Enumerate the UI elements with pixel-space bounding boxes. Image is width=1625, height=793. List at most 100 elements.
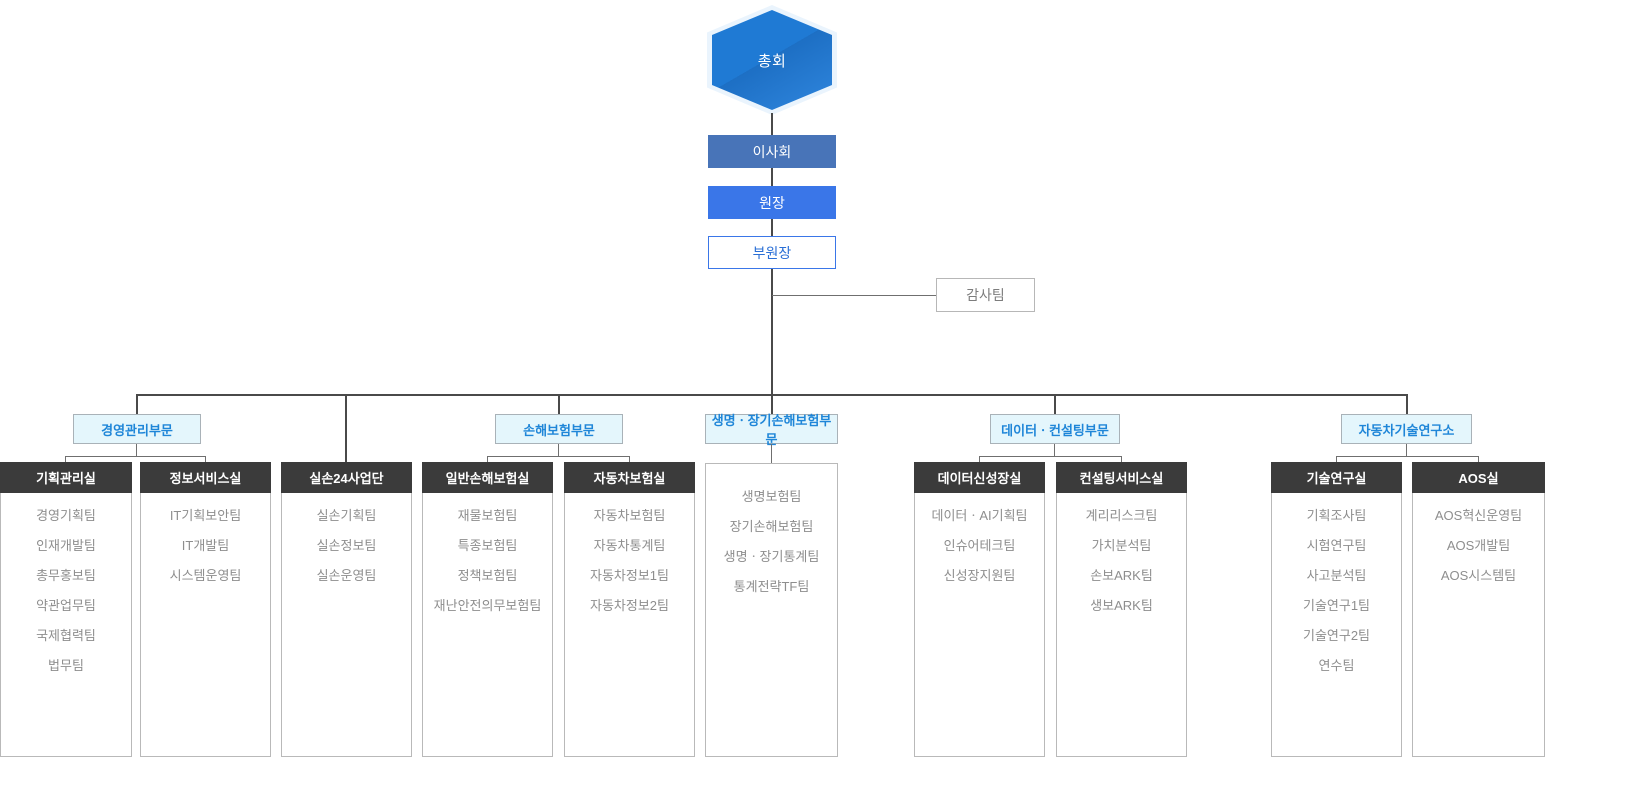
team-item: 기술연구2팀 [1302,628,1371,643]
dept-teams-planning: 경영기획팀 인재개발팀 총무홍보팀 약관업무팀 국제협력팀 법무팀 [1,501,131,681]
division-life-label: 생명ㆍ장기손해보험부문 [711,413,832,447]
vice-president-label: 부원장 [752,244,792,261]
dept-column-auto-ins[interactable]: 자동차보험실 자동차보험팀 자동차통계팀 자동차정보1팀 자동차정보2팀 [564,462,695,757]
division-data-label: 데이터ㆍ컨설팅부문 [1001,422,1109,438]
connector-general-bar [487,456,630,457]
team-item: 정책보험팀 [457,568,518,583]
team-item: 약관업무팀 [36,598,96,613]
team-item: AOS개발팀 [1446,538,1511,553]
team-item: 재난안전의무보험팀 [433,598,542,613]
team-item: 인슈어테크팀 [943,538,1016,553]
connector-president-to-vice [771,219,773,236]
dept-teams-it: IT기획보안팀 IT개발팀 시스템운영팀 [141,501,270,591]
dept-header-aos-label: AOS실 [1458,471,1499,486]
team-item: 총무홍보팀 [36,568,96,583]
division-life[interactable]: 생명ㆍ장기손해보험부문 [705,413,838,447]
team-item: 자동차통계팀 [593,538,666,553]
node-board-of-directors[interactable]: 이사회 [708,135,836,168]
dept-column-it[interactable]: 정보서비스실 IT기획보안팀 IT개발팀 시스템운영팀 [140,462,271,757]
division-general[interactable]: 손해보험부문 [495,414,623,444]
connector-data-stem [1054,444,1055,456]
dept-column-general-ins[interactable]: 일반손해보험실 재물보험팀 특종보험팀 정책보험팀 재난안전의무보험팀 [422,462,553,757]
team-item: 사고분석팀 [1306,568,1367,583]
dept-header-planning: 기획관리실 [0,462,132,493]
dept-teams-consulting: 계리리스크팀 가치분석팀 손보ARK팀 생보ARK팀 [1057,501,1186,621]
division-data[interactable]: 데이터ㆍ컨설팅부문 [990,414,1120,444]
board-label: 이사회 [752,143,792,160]
connector-vice-to-divisions [771,269,773,395]
connector-general-stem [558,444,559,456]
team-item: 자동차정보2팀 [590,598,669,613]
division-general-label: 손해보험부문 [523,422,595,438]
president-label: 원장 [759,194,785,211]
dept-column-data-growth[interactable]: 데이터신성장실 데이터ㆍAI기획팀 인슈어테크팀 신성장지원팀 [914,462,1045,757]
dept-teams-data-growth: 데이터ㆍAI기획팀 인슈어테크팀 신성장지원팀 [915,501,1044,591]
team-item: 시험연구팀 [1306,538,1367,553]
team-item: 계리리스크팀 [1085,508,1158,523]
team-item: 법무팀 [48,658,84,673]
connector-autolab-left [1336,456,1337,464]
team-item: 실손정보팀 [316,538,377,553]
connector-general-right [629,456,630,464]
division-auto-lab[interactable]: 자동차기술연구소 [1341,414,1472,444]
dept-header-data-growth: 데이터신성장실 [914,462,1045,493]
node-general-assembly[interactable]: 총회 [707,5,837,115]
team-item: 실손기획팀 [316,508,377,523]
team-item: 인재개발팀 [36,538,96,553]
team-item: 시스템운영팀 [169,568,242,583]
dept-teams-aos: AOS혁신운영팀 AOS개발팀 AOS시스템팀 [1413,501,1544,591]
connector-board-to-president [771,168,773,186]
dept-header-auto-ins: 자동차보험실 [564,462,695,493]
team-item: 연수팀 [1318,658,1355,673]
dept-column-planning[interactable]: 기획관리실 경영기획팀 인재개발팀 총무홍보팀 약관업무팀 국제협력팀 법무팀 [0,462,132,757]
team-item: 통계전략TF팀 [733,579,810,594]
connector-mgmt-right [205,456,206,464]
connector-autolab-right [1478,456,1479,464]
dept-teams-tech-lab: 기획조사팀 시험연구팀 사고분석팀 기술연구1팀 기술연구2팀 연수팀 [1272,501,1401,681]
drop-to-dept-silson24 [345,394,347,465]
connector-life-stem [771,444,772,464]
dept-header-tech-lab-label: 기술연구실 [1306,471,1367,486]
team-item: 생보ARK팀 [1090,598,1153,613]
node-president[interactable]: 원장 [708,186,836,219]
team-item: 생명ㆍ장기통계팀 [723,549,820,564]
dept-column-tech-lab[interactable]: 기술연구실 기획조사팀 시험연구팀 사고분석팀 기술연구1팀 기술연구2팀 연수… [1271,462,1402,757]
drop-to-division-data [1054,394,1056,414]
dept-column-silson24[interactable]: 실손24사업단 실손기획팀 실손정보팀 실손운영팀 [281,462,412,757]
team-item: 생명보험팀 [741,489,802,504]
dept-header-general-ins: 일반손해보험실 [422,462,553,493]
division-mgmt-label: 경영관리부문 [101,422,173,438]
dept-header-data-growth-label: 데이터신성장실 [937,471,1022,486]
connector-autolab-bar [1336,456,1479,457]
general-assembly-label: 총회 [757,52,787,70]
dept-header-silson24: 실손24사업단 [281,462,412,493]
drop-to-division-life [771,394,773,414]
dept-teams-auto-ins: 자동차보험팀 자동차통계팀 자동차정보1팀 자동차정보2팀 [565,501,694,621]
team-item: 자동차정보1팀 [590,568,669,583]
dept-header-general-ins-label: 일반손해보험실 [445,471,530,486]
node-audit-team[interactable]: 감사팀 [936,278,1035,312]
dept-teams-life-ins: 생명보험팀 장기손해보험팀 생명ㆍ장기통계팀 통계전략TF팀 [706,482,837,602]
team-item: 손보ARK팀 [1090,568,1153,583]
dept-column-aos[interactable]: AOS실 AOS혁신운영팀 AOS개발팀 AOS시스템팀 [1412,462,1545,757]
connector-mgmt-bar [65,456,206,457]
dept-teams-silson24: 실손기획팀 실손정보팀 실손운영팀 [282,501,411,591]
division-mgmt[interactable]: 경영관리부문 [73,414,201,444]
team-item: 신성장지원팀 [943,568,1016,583]
team-item: 기술연구1팀 [1302,598,1371,613]
connector-data-left [979,456,980,464]
drop-to-division-general [558,394,560,414]
dept-header-silson24-label: 실손24사업단 [309,471,384,486]
dept-header-planning-label: 기획관리실 [36,471,96,486]
dept-header-aos: AOS실 [1412,462,1545,493]
connector-vice-to-audit [772,295,936,296]
drop-to-division-auto-lab [1406,394,1408,414]
dept-column-life-ins[interactable]: 생명보험팀 장기손해보험팀 생명ㆍ장기통계팀 통계전략TF팀 [705,463,838,757]
team-item: AOS혁신운영팀 [1434,508,1523,523]
node-vice-president[interactable]: 부원장 [708,236,836,269]
dept-column-consulting[interactable]: 컨설팅서비스실 계리리스크팀 가치분석팀 손보ARK팀 생보ARK팀 [1056,462,1187,757]
team-item: AOS시스템팀 [1440,568,1517,583]
connector-autolab-stem [1406,444,1407,456]
team-item: IT개발팀 [181,538,230,553]
